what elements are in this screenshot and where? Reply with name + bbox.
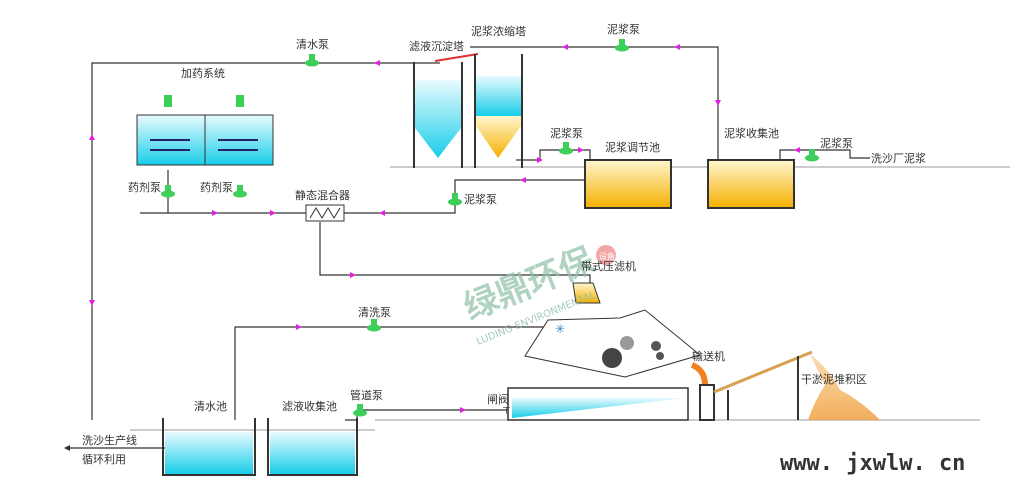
- pipelines: [70, 46, 870, 449]
- label-sand-line-2: 循环利用: [82, 453, 126, 466]
- svg-text:✳: ✳: [555, 322, 565, 336]
- gate-valve-icon: ⊤: [502, 406, 511, 417]
- label-filtrate-settling-tower: 滤液沉淀塔: [409, 39, 464, 53]
- label-slurry-thickening-tower: 泥浆浓缩塔: [471, 24, 526, 38]
- label-conveyor: 输送机: [692, 349, 725, 363]
- label-clear-water-tank: 清水池: [194, 400, 227, 413]
- label-gate-valve: 闸阀: [487, 392, 509, 406]
- slurry-regulating-tank: [584, 159, 672, 209]
- label-sand-plant-slurry: 洗沙厂泥浆: [871, 151, 926, 165]
- label-clear-water-pump: 清水泵: [296, 38, 329, 51]
- label-slurry-pump-mid: 泥浆泵: [550, 126, 583, 140]
- outflow-arrow-icon: [64, 445, 70, 451]
- dry-sludge-pile: [808, 354, 880, 420]
- label-slurry-pump-top: 泥浆泵: [607, 22, 640, 36]
- label-wash-pump: 清洗泵: [358, 306, 391, 319]
- static-mixer: [305, 204, 345, 222]
- website-url: www. jxwlw. cn: [780, 451, 965, 476]
- filtrate-settling-tower: [413, 62, 463, 168]
- label-sand-line-1: 洗沙生产线: [82, 433, 137, 447]
- label-slurry-pump-right: 泥浆泵: [820, 136, 853, 150]
- slurry-thickening-tower: [474, 54, 523, 168]
- flow-arrows: [89, 44, 800, 413]
- label-slurry-regulating-tank: 泥浆调节池: [605, 140, 660, 154]
- svg-text:设备: 设备: [599, 251, 615, 261]
- label-filtrate-collection-tank: 滤液收集池: [282, 399, 337, 413]
- slurry-collection-tank: [707, 159, 795, 209]
- belt-filter-press: ✳: [524, 282, 708, 386]
- label-belt-filter-press: 带式压滤机: [581, 259, 636, 273]
- label-slurry-pump-feed: 泥浆泵: [464, 192, 497, 206]
- label-chemical-pump-2: 药剂泵: [200, 180, 233, 194]
- label-slurry-collection-tank: 泥浆收集池: [724, 126, 779, 140]
- overflow-pipe: [434, 53, 479, 62]
- dosing-tanks: [136, 95, 274, 166]
- filtrate-trough: [507, 387, 689, 421]
- label-static-mixer: 静态混合器: [295, 188, 350, 202]
- label-dosing-system: 加药系统: [181, 67, 225, 80]
- label-pipeline-pump: 管道泵: [350, 388, 383, 402]
- conveyor: [699, 350, 813, 421]
- label-dry-sludge-area: 干淤泥堆积区: [801, 373, 867, 386]
- clear-water-tank: [162, 418, 256, 476]
- labels: 清水泵 加药系统 滤液沉淀塔 泥浆浓缩塔 泥浆泵 泥浆泵 泥浆调节池 泥浆收集池…: [82, 22, 926, 466]
- filtrate-collection-tank: [267, 418, 358, 476]
- label-chemical-pump-1: 药剂泵: [128, 180, 161, 194]
